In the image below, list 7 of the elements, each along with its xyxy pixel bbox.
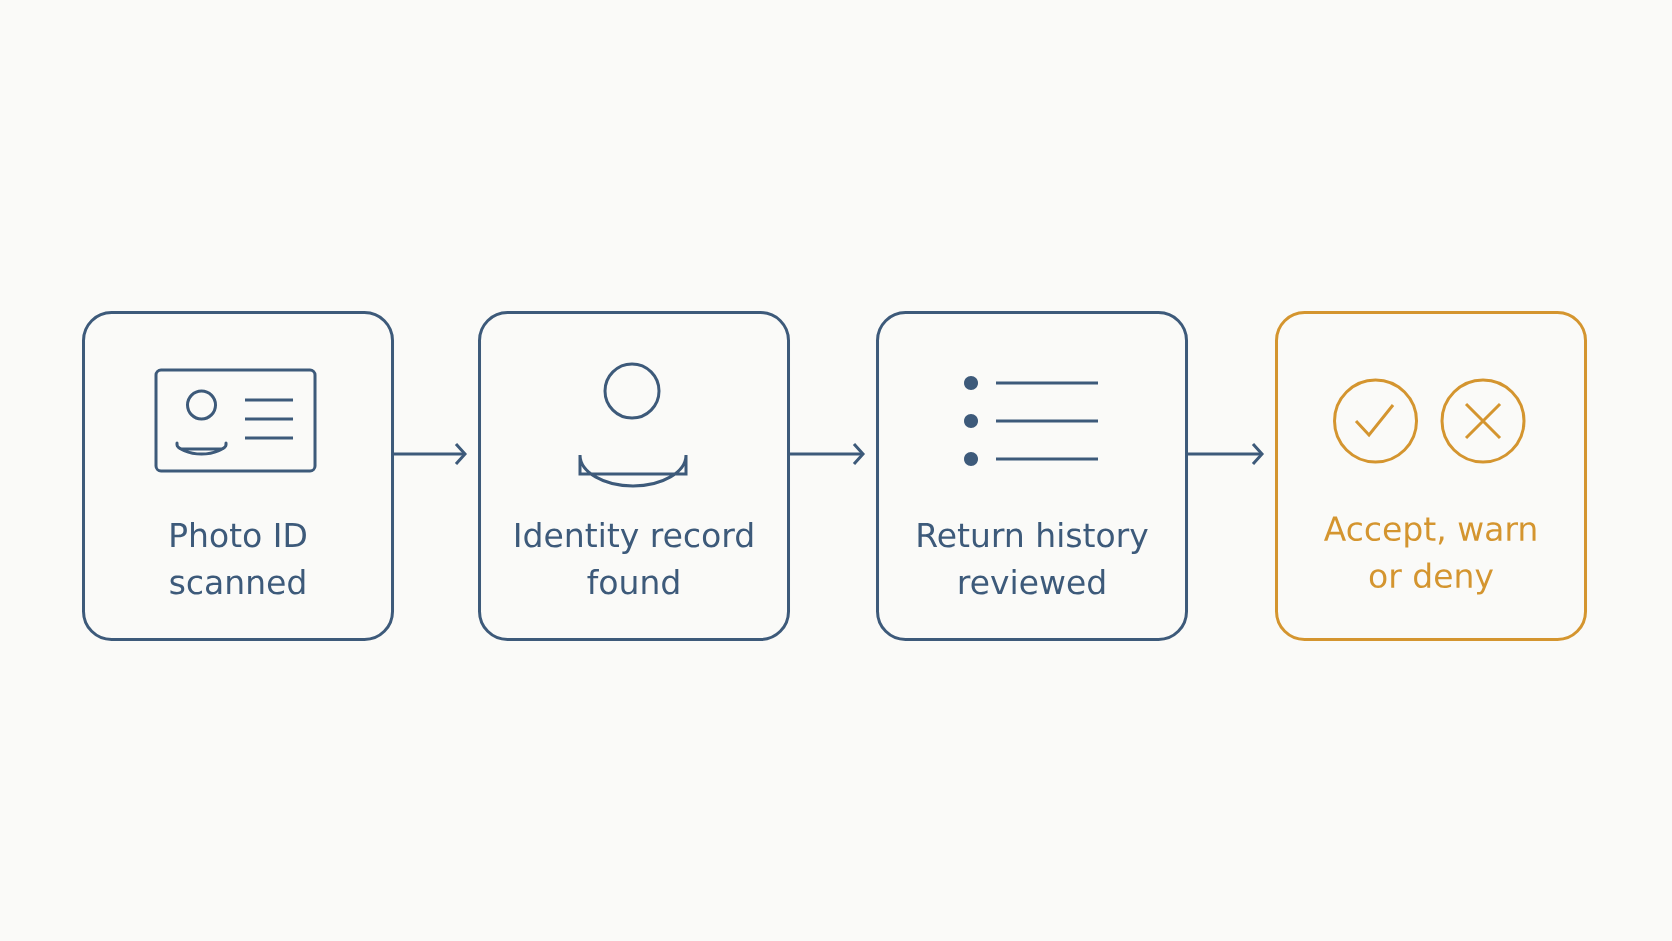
step-box: Identity record found [478,311,790,641]
step-box: Return history reviewed [876,311,1188,641]
arrow [790,443,865,465]
step-box: Photo ID scanned [82,311,394,641]
arrow [1188,443,1264,465]
step-box: Accept, warn or deny [1275,311,1587,641]
arrow [394,443,467,465]
